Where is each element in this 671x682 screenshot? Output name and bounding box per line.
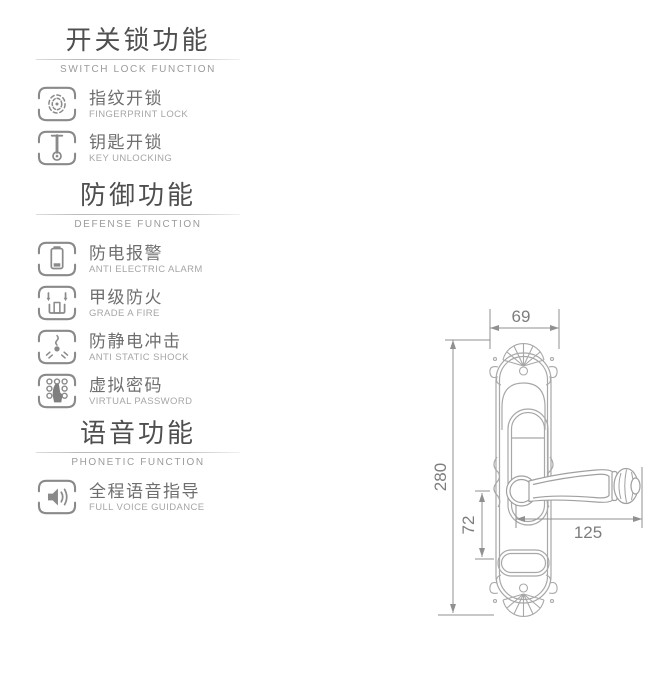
feature-label-en: GRADE A FIRE [89, 307, 160, 319]
feature-text: 防静电冲击 ANTI STATIC SHOCK [89, 332, 189, 363]
feature-label-en: ANTI ELECTRIC ALARM [89, 263, 203, 275]
feature-label-zh: 钥匙开锁 [89, 132, 163, 152]
feature-label-zh: 防电报警 [89, 243, 163, 263]
feature-label-en: FULL VOICE GUIDANCE [89, 501, 205, 513]
section-phonetic: 语音功能 PHONETIC FUNCTION 全程语音指导 [36, 418, 240, 516]
section-divider [36, 452, 240, 453]
section-items: 防电报警 ANTI ELECTRIC ALARM [36, 240, 240, 410]
section-title: 防御功能 [79, 180, 196, 210]
feature-item: 指纹开锁 FINGERPRINT LOCK [36, 85, 240, 123]
dim-plate-width-label: 69 [512, 307, 531, 326]
feature-label-zh: 防静电冲击 [89, 331, 182, 351]
fingerprint-icon [36, 85, 78, 123]
section-title: 语音功能 [79, 418, 196, 448]
feature-item: 虚拟密码 VIRTUAL PASSWORD [36, 372, 240, 410]
section-divider [36, 59, 240, 60]
fire-protection-icon [36, 284, 78, 322]
feature-item: 全程语音指导 FULL VOICE GUIDANCE [36, 478, 240, 516]
key-icon [36, 129, 78, 167]
section-items: 全程语音指导 FULL VOICE GUIDANCE [36, 478, 240, 516]
dimension-handle-keyhole [475, 490, 494, 560]
dim-plate-height-label: 280 [431, 463, 450, 491]
feature-text: 钥匙开锁 KEY UNLOCKING [89, 133, 172, 164]
dim-handle-length-label: 125 [574, 523, 602, 542]
section-switch-lock: 开关锁功能 SWITCH LOCK FUNCTION 指纹开锁 [36, 25, 240, 167]
dimension-plate-height [438, 339, 494, 616]
feature-text: 虚拟密码 VIRTUAL PASSWORD [89, 376, 192, 407]
feature-text: 全程语音指导 FULL VOICE GUIDANCE [89, 482, 204, 513]
section-items: 指纹开锁 FINGERPRINT LOCK [36, 85, 240, 167]
section-subtitle: DEFENSE FUNCTION [74, 219, 202, 230]
section-subtitle: PHONETIC FUNCTION [71, 457, 205, 468]
feature-text: 甲级防火 GRADE A FIRE [89, 288, 163, 319]
dimension-plate-width [489, 309, 560, 349]
section-divider [36, 214, 240, 215]
bottom-ornament [489, 574, 558, 617]
feature-label-zh: 全程语音指导 [89, 481, 200, 501]
feature-label-zh: 虚拟密码 [89, 375, 163, 395]
feature-item: 防电报警 ANTI ELECTRIC ALARM [36, 240, 240, 278]
battery-alarm-icon [36, 240, 78, 278]
feature-label-en: FINGERPRINT LOCK [89, 108, 189, 120]
lock-dimension-drawing: 69 280 72 125 [431, 307, 643, 617]
feature-label-en: VIRTUAL PASSWORD [89, 395, 193, 407]
keypad-password-icon [36, 372, 78, 410]
feature-item: 钥匙开锁 KEY UNLOCKING [36, 129, 240, 167]
anti-static-icon [36, 328, 78, 366]
feature-item: 甲级防火 GRADE A FIRE [36, 284, 240, 322]
dim-handle-keyhole-label: 72 [459, 516, 478, 535]
feature-label-zh: 指纹开锁 [89, 88, 163, 108]
top-ornament [489, 343, 558, 386]
feature-text: 防电报警 ANTI ELECTRIC ALARM [89, 244, 203, 275]
feature-list: 开关锁功能 SWITCH LOCK FUNCTION 指纹开锁 [36, 25, 240, 522]
section-subtitle: SWITCH LOCK FUNCTION [60, 64, 216, 75]
feature-item: 防静电冲击 ANTI STATIC SHOCK [36, 328, 240, 366]
dimension-handle-length [515, 467, 643, 528]
feature-label-en: KEY UNLOCKING [89, 152, 173, 164]
feature-text: 指纹开锁 FINGERPRINT LOCK [89, 89, 188, 120]
section-defense: 防御功能 DEFENSE FUNCTION 防电报警 A [36, 180, 240, 410]
feature-label-zh: 甲级防火 [89, 287, 163, 307]
section-title: 开关锁功能 [65, 25, 211, 55]
lever-handle [505, 467, 641, 507]
feature-label-en: ANTI STATIC SHOCK [89, 351, 189, 363]
voice-guide-icon [36, 478, 78, 516]
